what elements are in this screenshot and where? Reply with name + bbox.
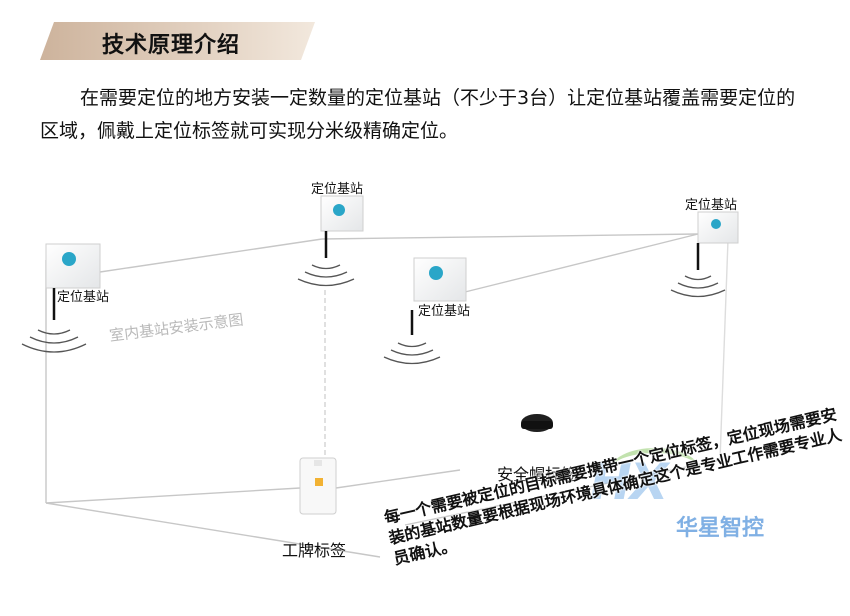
base-station-4 [670,211,739,298]
station-label: 定位基站 [311,182,364,197]
signal-waves-icon [383,342,441,365]
page-title: 技术原理介绍 [102,33,241,58]
helmet-tag-icon [521,414,553,432]
logo-swoosh-icon [610,448,700,493]
base-station-3 [383,257,467,365]
station-label: 定位基站 [418,304,471,319]
base-station-2 [297,195,364,287]
helmet-tag-label: 安全帽标签 [497,465,578,484]
room-wireframe [45,233,729,558]
badge-tag-label: 工牌标签 [282,541,347,560]
title-banner [40,22,315,60]
station-icon [429,266,443,280]
brand-logo: HX [590,453,668,511]
intro-text: 在需要定位的地方安装一定数量的定位基站（不少于3台）让定位基站覆盖需要定位的区域… [40,87,796,142]
base-station-1 [21,243,101,353]
brand-name: 华星智控 [676,516,765,541]
intro-paragraph: 在需要定位的地方安装一定数量的定位基站（不少于3台）让定位基站覆盖需要定位的区域… [40,82,810,148]
signal-waves-icon [297,264,355,287]
station-label: 定位基站 [57,290,110,305]
station-label: 定位基站 [685,198,738,213]
signal-waves-icon [670,275,726,298]
signal-waves-icon [21,329,87,353]
station-icon [333,204,345,216]
station-icon [711,219,721,229]
badge-tag-icon [299,457,337,515]
station-icon [62,252,76,266]
